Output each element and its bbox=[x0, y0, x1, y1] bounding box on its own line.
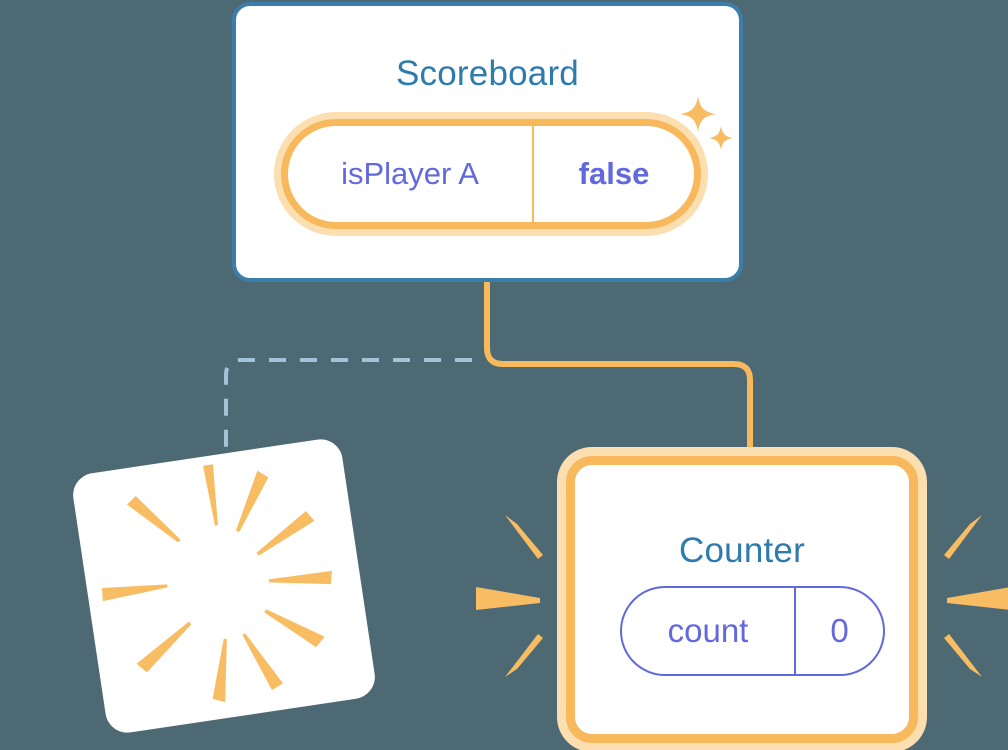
scoreboard-pill-value: false bbox=[578, 156, 650, 191]
blank-placeholder-card[interactable] bbox=[70, 436, 378, 736]
counter-title: Counter bbox=[679, 531, 805, 570]
counter-burst-right-icon bbox=[944, 515, 1008, 677]
counter-state-pill[interactable]: count 0 bbox=[620, 586, 885, 676]
sparkle-small-icon bbox=[709, 126, 733, 150]
scoreboard-state-pill[interactable]: isPlayer A false bbox=[281, 119, 701, 229]
blank-card-burst-icon bbox=[101, 464, 332, 703]
sparkle-large-icon bbox=[680, 96, 716, 132]
counter-card[interactable]: Counter count 0 bbox=[566, 456, 918, 743]
scoreboard-pill-key: isPlayer A bbox=[288, 126, 534, 222]
counter-pill-key: count bbox=[622, 588, 796, 674]
scoreboard-card[interactable]: Scoreboard isPlayer A false bbox=[232, 2, 743, 282]
sparkle-group bbox=[680, 96, 733, 150]
counter-burst-left-icon bbox=[476, 515, 543, 677]
solid-connector-scoreboard-to-counter bbox=[484, 282, 753, 465]
counter-pill-value: 0 bbox=[830, 612, 849, 649]
scoreboard-title: Scoreboard bbox=[396, 54, 579, 93]
